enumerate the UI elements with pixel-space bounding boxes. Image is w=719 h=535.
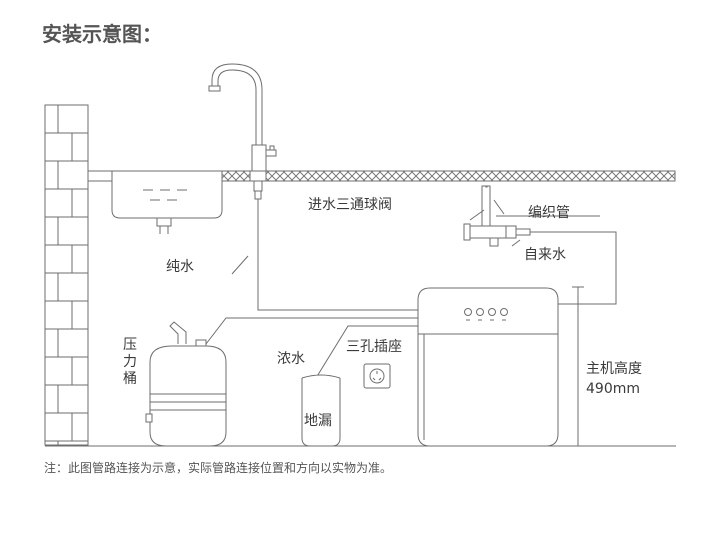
label-unit-height: 主机高度 bbox=[586, 361, 642, 377]
label-socket: 三孔插座 bbox=[346, 339, 402, 355]
label-concentrate: 浓水 bbox=[277, 351, 305, 367]
concentrate-pipe bbox=[315, 325, 418, 379]
label-unit-height-value: 490mm bbox=[586, 381, 640, 397]
label-tap-water: 自来水 bbox=[524, 247, 566, 263]
three-way-valve bbox=[463, 185, 531, 247]
label-pressure-tank: 压力桶 bbox=[123, 337, 137, 387]
pure-water-pointer bbox=[231, 255, 249, 275]
height-dimension bbox=[572, 286, 584, 446]
label-valve: 进水三通球阀 bbox=[308, 197, 392, 213]
footnote: 注：此图管路连接为示意，实际管路连接位置和方向以实物为准。 bbox=[44, 461, 393, 475]
faucet bbox=[208, 63, 277, 200]
label-floor-drain: 地漏 bbox=[304, 413, 332, 429]
brick-wall bbox=[44, 104, 89, 446]
ro-main-unit bbox=[417, 287, 559, 447]
label-braided-hose: 编织管 bbox=[528, 205, 570, 221]
pressure-tank bbox=[145, 317, 418, 447]
sink-basin bbox=[111, 170, 223, 234]
label-pure-water: 纯水 bbox=[166, 259, 194, 275]
diagram-title: 安装示意图： bbox=[42, 22, 162, 46]
three-hole-socket bbox=[363, 363, 391, 389]
floor-drain bbox=[301, 374, 341, 447]
pure-water-pipe bbox=[257, 199, 418, 311]
braided-hose-pointer bbox=[493, 199, 505, 215]
tap-water-pipe bbox=[530, 231, 617, 305]
